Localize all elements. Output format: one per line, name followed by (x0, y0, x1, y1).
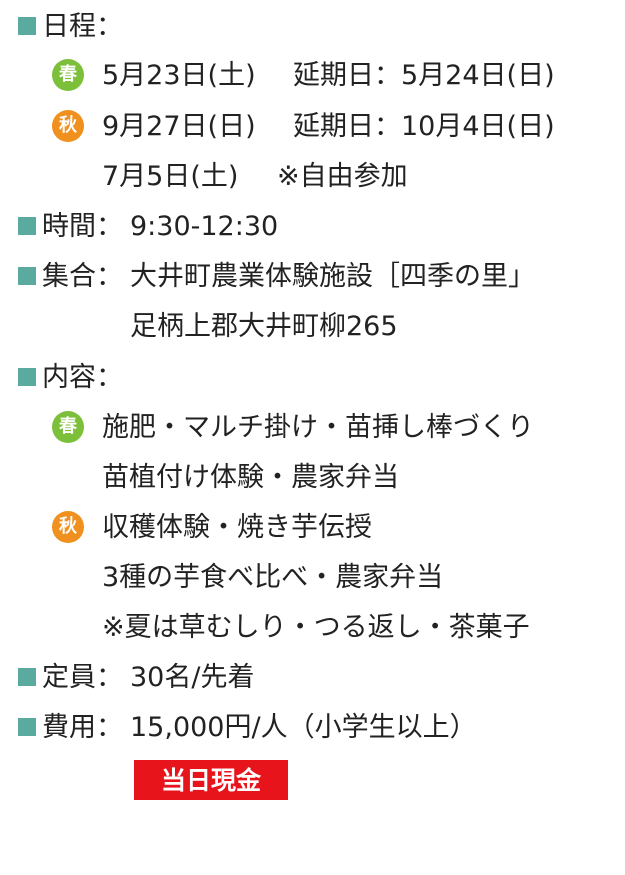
fee-bullet (18, 718, 36, 736)
schedule-autumn-date: 9月27日(日) (102, 111, 256, 142)
content-autumn-line1: 収穫体験・焼き芋伝授 (102, 512, 372, 543)
schedule-extra-note: ※自由参加 (277, 161, 408, 192)
meeting-address: 足柄上郡大井町柳265 (130, 311, 398, 342)
schedule-autumn-badge: 秋 (52, 110, 84, 142)
meeting-bullet (18, 267, 36, 285)
schedule-label: 日程： (42, 11, 123, 42)
fee-label: 費用： (42, 712, 123, 743)
schedule-extra-date: 7月5日(土) (102, 161, 239, 192)
meeting-place: 大井町農業体験施設［四季の里」 (130, 261, 535, 292)
content-autumn-line2: 3種の芋食べ比べ・農家弁当 (102, 562, 444, 593)
content-spring-line1: 施肥・マルチ掛け・苗挿し棒づくり (102, 412, 534, 443)
capacity-value: 30名/先着 (130, 662, 255, 693)
meeting-label: 集合： (42, 261, 123, 292)
content-autumn-badge: 秋 (52, 511, 84, 543)
content-spring-badge: 春 (52, 411, 84, 443)
fee-payment-badge: 当日現金 (134, 760, 288, 800)
time-label: 時間： (42, 211, 123, 242)
content-summer-note: ※夏は草むしり・つる返し・茶菓子 (102, 612, 530, 643)
time-value: 9:30-12:30 (130, 211, 279, 242)
content-label: 内容： (42, 362, 123, 393)
schedule-spring-postpone: 延期日：5月24日(日) (293, 60, 555, 91)
schedule-spring-date: 5月23日(土) (102, 60, 256, 91)
fee-value: 15,000円/人（小学生以上） (130, 712, 477, 743)
capacity-label: 定員： (42, 662, 123, 693)
schedule-autumn-postpone: 延期日：10月4日(日) (293, 111, 555, 142)
content-bullet (18, 368, 36, 386)
schedule-bullet (18, 17, 36, 35)
content-spring-line2: 苗植付け体験・農家弁当 (102, 462, 399, 493)
capacity-bullet (18, 668, 36, 686)
schedule-spring-badge: 春 (52, 59, 84, 91)
time-bullet (18, 217, 36, 235)
